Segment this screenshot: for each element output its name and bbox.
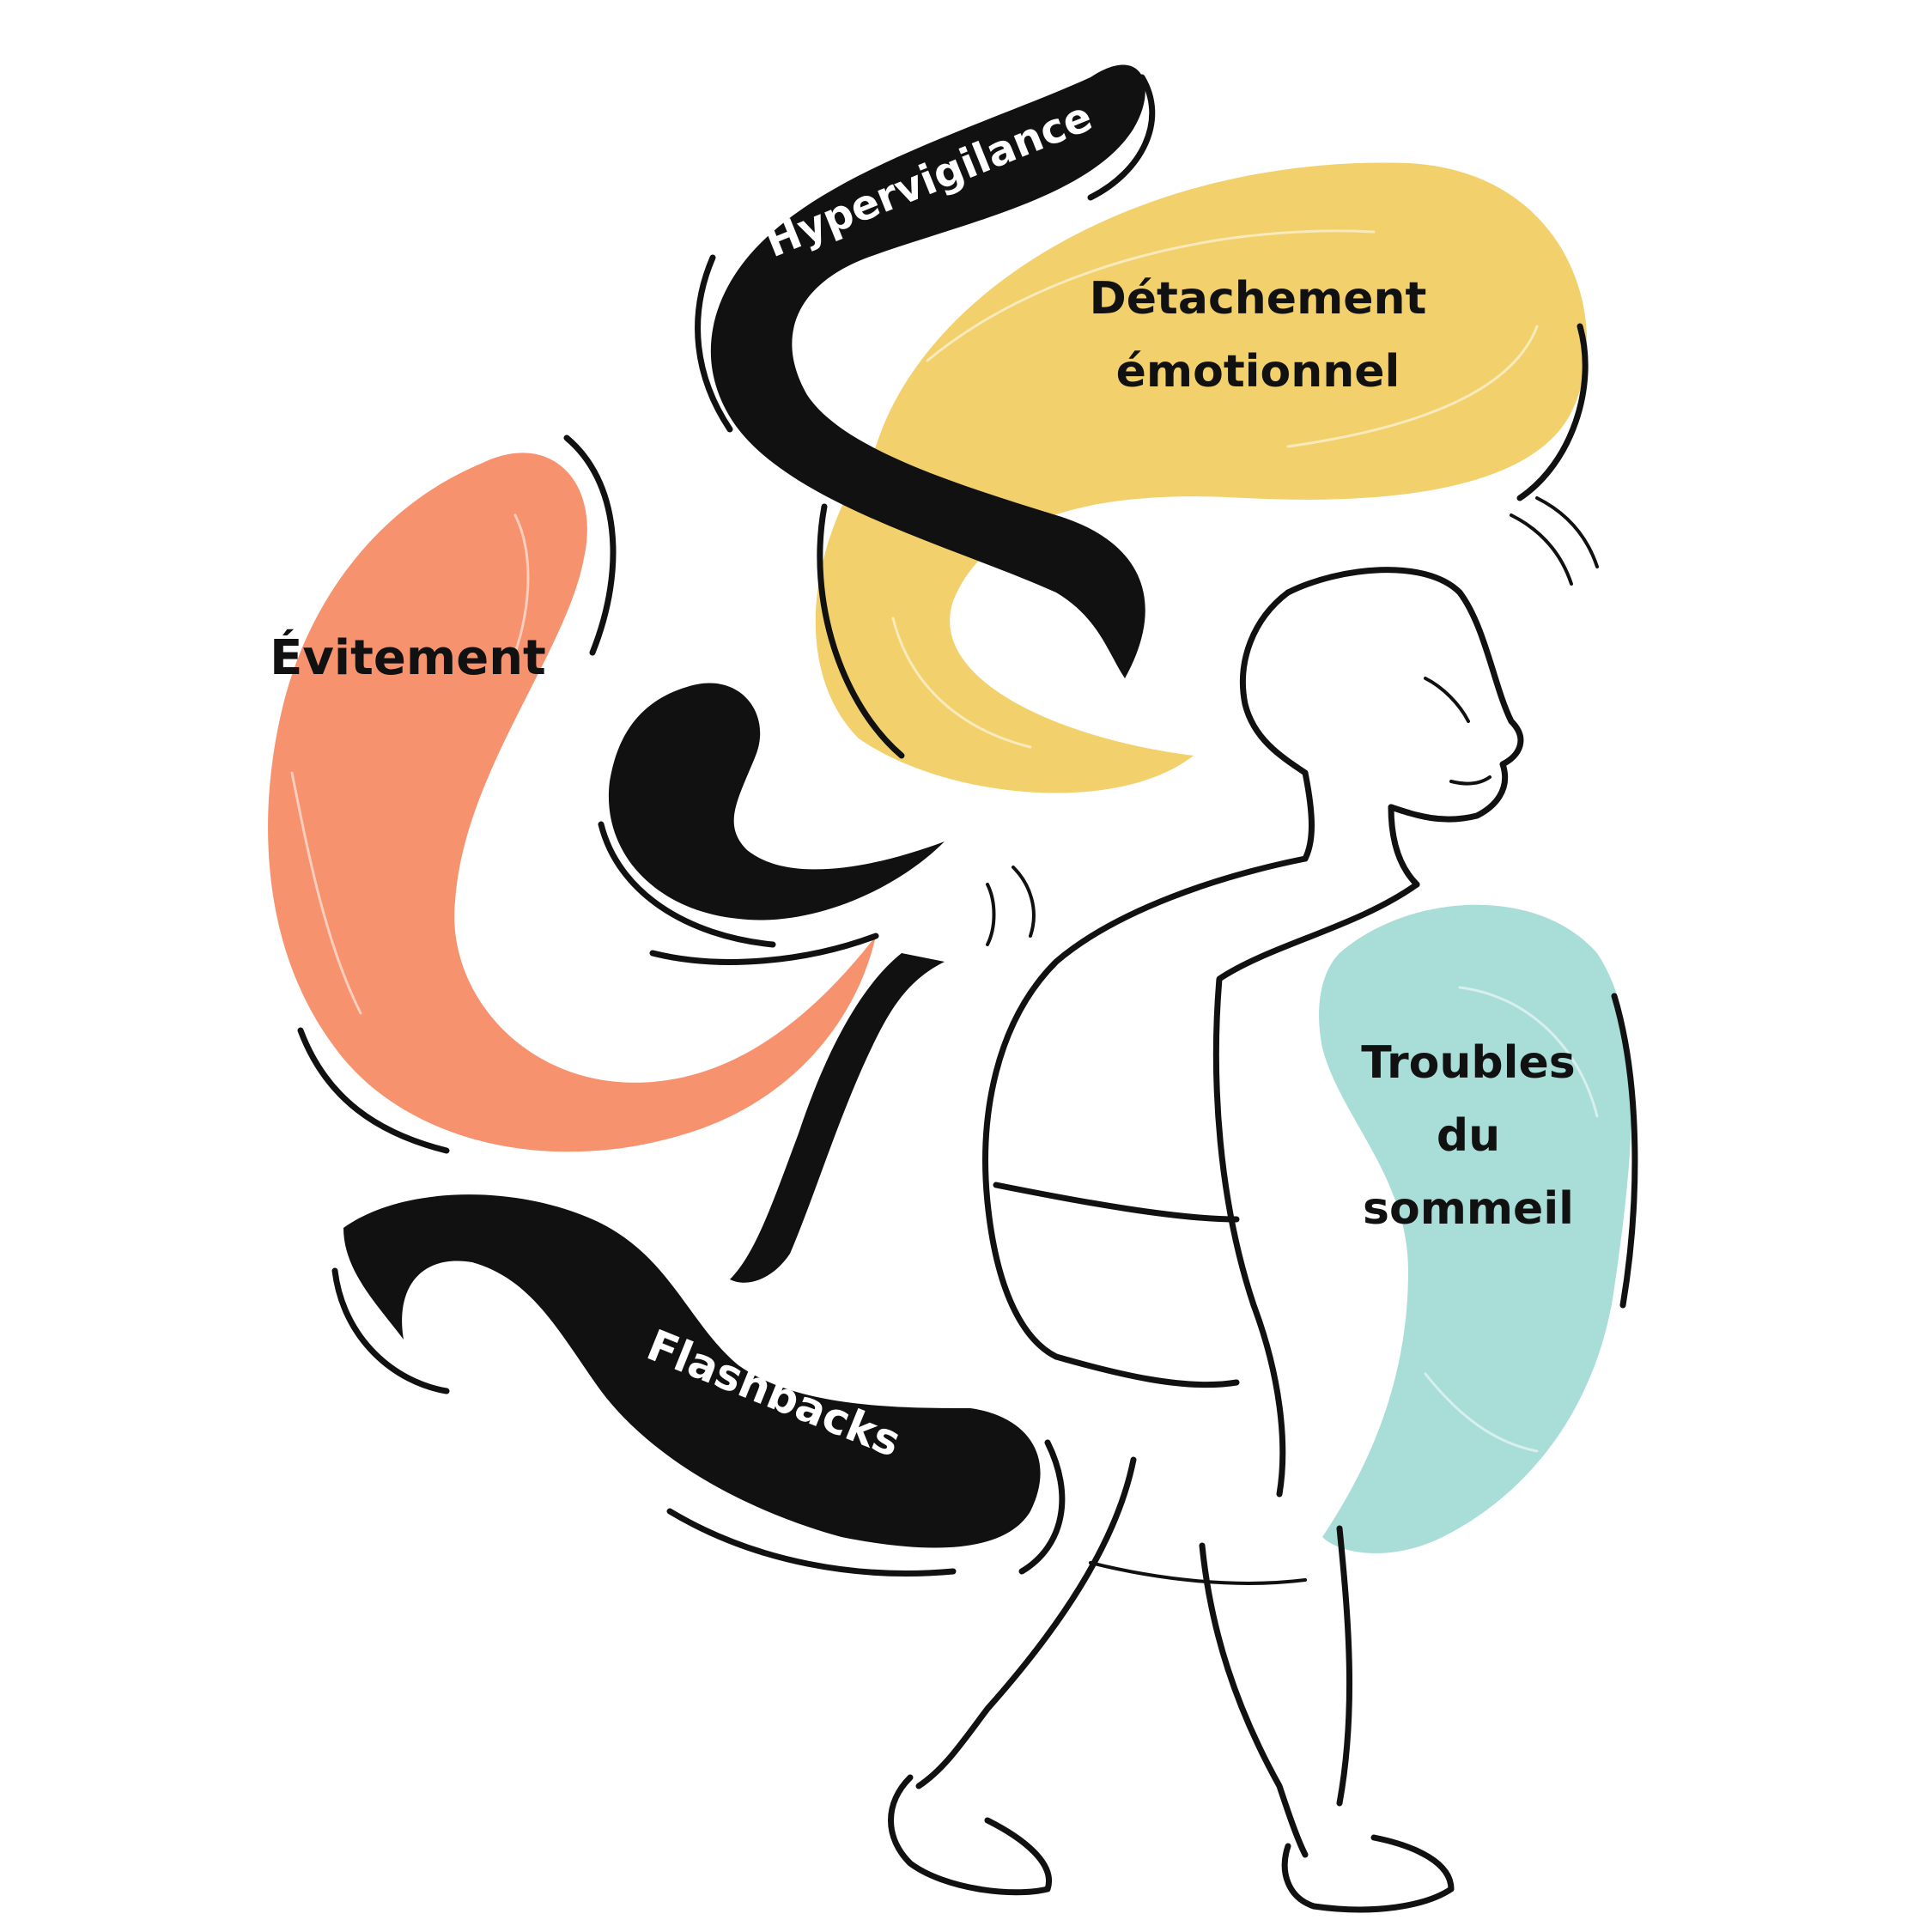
label-troubles-line3: sommeil <box>1363 1183 1574 1235</box>
label-evitement: Évitement <box>270 629 546 686</box>
black-curl-shape <box>598 683 945 965</box>
walking-person-illustration <box>888 496 1599 1913</box>
black-stroke-shape <box>730 953 945 1283</box>
black-swirl-flashbacks <box>331 1194 1066 1577</box>
yellow-swirl-shape <box>815 162 1589 793</box>
teal-blob-shape <box>1319 904 1638 1553</box>
label-detachement-line1: Détachement <box>1090 273 1427 325</box>
black-swirl-hypervigilance <box>695 64 1156 678</box>
orange-swirl-shape <box>268 434 876 1154</box>
label-troubles-line2: du <box>1437 1110 1500 1162</box>
label-troubles-line1: Troubles <box>1361 1037 1575 1089</box>
label-detachement-line2: émotionnel <box>1116 346 1400 398</box>
